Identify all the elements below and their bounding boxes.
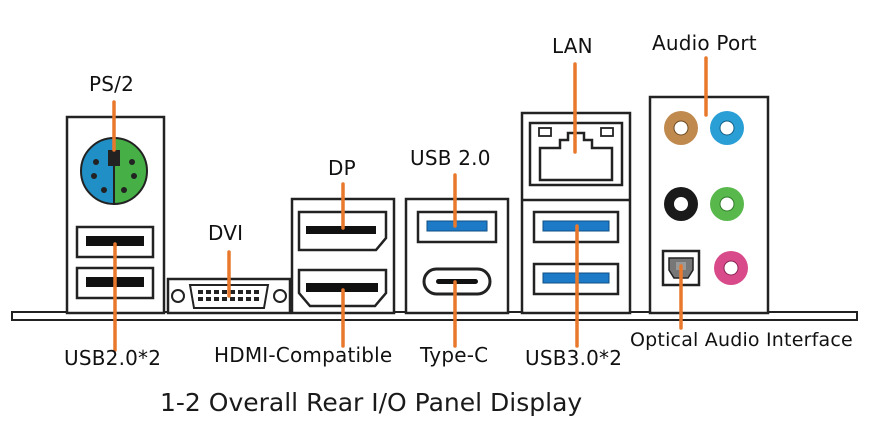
audio-jack-black (664, 187, 698, 221)
label-dp: DP (328, 156, 356, 180)
audio-jack-blue (710, 111, 744, 145)
label-hdmi: HDMI-Compatible (214, 343, 393, 367)
label-ps2: PS/2 (89, 72, 135, 96)
figure-caption: 1-2 Overall Rear I/O Panel Display (160, 388, 583, 417)
label-lan: LAN (552, 34, 593, 58)
audio-jack-gold (664, 111, 698, 145)
label-dvi: DVI (208, 221, 244, 245)
ps2-port (80, 136, 148, 206)
label-usb20: USB 2.0 (410, 146, 491, 170)
audio-jack-green (710, 187, 744, 221)
label-optical: Optical Audio Interface (630, 329, 853, 351)
label-usb2x2: USB2.0*2 (64, 346, 162, 370)
audio-jack-pink (714, 251, 748, 285)
leader-lines (112, 56, 708, 352)
hdmi-port (297, 268, 388, 308)
usb-typec-block (404, 197, 510, 315)
typec-port (422, 267, 492, 296)
label-usb30x2: USB3.0*2 (525, 346, 623, 370)
usb2-blue-port (416, 210, 498, 244)
label-typec: Type-C (420, 343, 489, 367)
label-audio-port: Audio Port (652, 31, 757, 55)
audio-block (648, 95, 770, 315)
dp-port (297, 210, 388, 252)
